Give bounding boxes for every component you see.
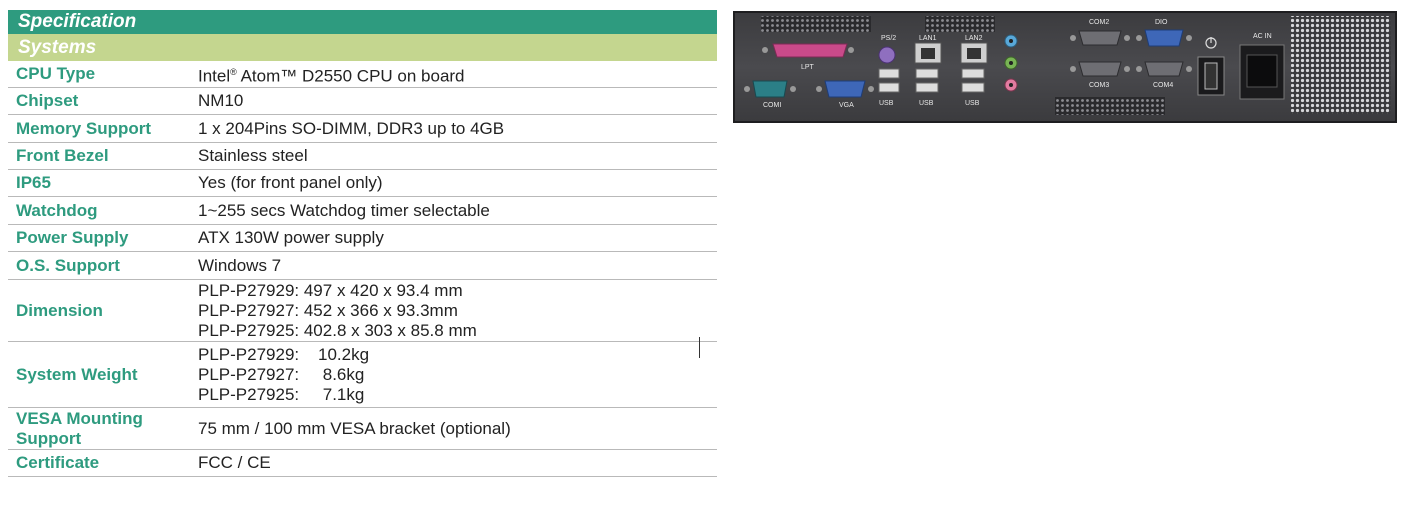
usb3-label: USB [965, 100, 980, 107]
ac-in-label: AC IN [1253, 33, 1272, 40]
spec-value-line: ATX 130W power supply [198, 228, 384, 247]
spec-row: Front Bezel Stainless steel [8, 143, 717, 170]
spec-label: CPU Type [16, 64, 96, 83]
usb1-label: USB [879, 100, 894, 107]
com3-port: COM3 [1070, 61, 1130, 89]
spec-value: 1~255 secs Watchdog timer selectable [198, 201, 717, 221]
rear-panel-illustration: LPT COMI VGA PS/2 USB LAN1 [744, 16, 1391, 115]
lan1-label: LAN1 [919, 35, 937, 42]
spec-row: Power Supply ATX 130W power supply [8, 225, 717, 252]
spec-value-line: PLP-P27927: 452 x 366 x 93.3mm [198, 300, 458, 320]
spec-row: CPU Type Intel® Atom™ D2550 CPU on board [8, 61, 717, 88]
lpt-label: LPT [801, 64, 815, 71]
spec-row: Watchdog 1~255 secs Watchdog timer select… [8, 197, 717, 225]
rear-panel-photo: LPT COMI VGA PS/2 USB LAN1 [733, 11, 1397, 123]
spec-value: 1 x 204Pins SO-DIMM, DDR3 up to 4GB [198, 119, 717, 139]
ps2-label: PS/2 [881, 35, 896, 42]
lan2-port: LAN2 USB [960, 35, 988, 107]
spec-value-line: Intel® Atom™ D2550 CPU on board [198, 66, 465, 86]
spec-value-line: 1 x 204Pins SO-DIMM, DDR3 up to 4GB [198, 118, 505, 138]
spec-row: IP65 Yes (for front panel only) [8, 170, 717, 197]
top-vent-2 [925, 16, 995, 32]
spec-row: O.S. Support Windows 7 [8, 252, 717, 280]
com4-label: COM4 [1153, 82, 1173, 89]
top-vent [761, 16, 871, 32]
spec-label: Chipset [16, 91, 79, 110]
spec-row: Certificate FCC / CE [8, 450, 717, 477]
spec-value: ATX 130W power supply [198, 228, 717, 248]
spec-value-line: PLP-P27925: 402.8 x 303 x 85.8 mm [198, 320, 477, 340]
spec-value: NM10 [198, 91, 717, 111]
spec-label: Power Supply [16, 228, 129, 247]
bottom-vent [1055, 97, 1165, 115]
lan1-port: LAN1 USB [914, 35, 942, 107]
spec-label: Dimension [16, 300, 103, 320]
audio-jacks [1004, 34, 1018, 92]
spec-label: IP65 [16, 173, 51, 192]
spec-row: Memory Support 1 x 204Pins SO-DIMM, DDR3 … [8, 115, 717, 143]
ps2-port: PS/2 [878, 35, 896, 64]
com1-label: COMI [763, 102, 781, 109]
lan2-label: LAN2 [965, 35, 983, 42]
spec-row: Chipset NM10 [8, 88, 717, 115]
fan-grille [1291, 16, 1391, 114]
spec-label: Certificate [16, 453, 100, 472]
spec-label: System Weight [16, 364, 138, 384]
spec-value-line: Windows 7 [198, 255, 282, 275]
spec-value-line: Stainless steel [198, 146, 308, 165]
vga-label: VGA [839, 102, 854, 109]
com1-port: COMI [744, 80, 796, 109]
spec-value-line: Yes (for front panel only) [198, 173, 383, 192]
spec-title: Specification [8, 10, 717, 34]
ac-inlet: AC IN [1239, 33, 1285, 100]
power-switch [1197, 37, 1225, 96]
spec-row: VESA Mounting Support 75 mm / 100 mm VESA… [8, 408, 717, 450]
usb2-label: USB [919, 100, 934, 107]
spec-value: Intel® Atom™ D2550 CPU on board [198, 62, 717, 87]
spec-label: O.S. Support [16, 255, 120, 275]
dio-label: DIO [1155, 19, 1168, 26]
spec-table: Specification Systems CPU Type Intel® Ato… [8, 10, 717, 477]
lpt-port: LPT [762, 43, 854, 71]
com3-label: COM3 [1089, 82, 1109, 89]
spec-value-line: 75 mm / 100 mm VESA bracket (optional) [198, 418, 511, 438]
spec-label: Front Bezel [16, 146, 109, 165]
spec-value-line: PLP-P27929: 497 x 420 x 93.4 mm [198, 280, 463, 300]
spec-value: FCC / CE [198, 453, 717, 473]
com2-label: COM2 [1089, 19, 1109, 26]
spec-label: Watchdog [16, 200, 98, 220]
spec-value: Windows 7 [198, 256, 717, 276]
section-header: Systems [8, 34, 717, 61]
spec-value: 75 mm / 100 mm VESA bracket (optional) [198, 419, 717, 439]
spec-label: VESA Mounting Support [16, 408, 143, 448]
usb-stack-1: USB [878, 68, 900, 107]
spec-label: Memory Support [16, 118, 152, 138]
divider-mark [699, 337, 700, 358]
spec-value-line: PLP-P27929: 10.2kg [198, 344, 370, 364]
vga-port: VGA [816, 80, 874, 109]
spec-value-line: PLP-P27925: 7.1kg [198, 384, 365, 404]
com2-port: COM2 [1070, 19, 1130, 46]
spec-value-line: NM10 [198, 91, 244, 110]
spec-value-line: FCC / CE [198, 453, 271, 472]
com4-port: COM4 [1136, 61, 1192, 89]
spec-value: Stainless steel [198, 146, 717, 166]
spec-value: Yes (for front panel only) [198, 173, 717, 193]
spec-value-line: 1~255 secs Watchdog timer selectable [198, 200, 490, 220]
spec-row: Dimension PLP-P27929: 497 x 420 x 93.4 mm… [8, 280, 717, 342]
spec-value-line: PLP-P27927: 8.6kg [198, 364, 365, 384]
dio-port: DIO [1136, 19, 1192, 47]
